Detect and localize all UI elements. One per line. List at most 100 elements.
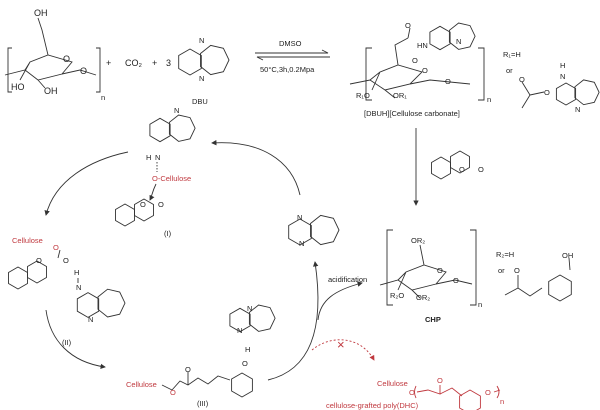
intermediate-label: (III)	[197, 399, 209, 408]
six-membered-ring	[76, 292, 100, 318]
azepane-ring	[248, 304, 276, 332]
n-label: N	[76, 283, 81, 292]
r2-definition: R₂=H	[496, 250, 514, 259]
n-label: N	[174, 106, 179, 115]
cellulose-label: Cellulose	[377, 379, 408, 388]
azepane-ring	[574, 79, 600, 106]
n-label: N	[199, 74, 204, 83]
intermediate-ii: Cellulose O O O H N N (II)	[12, 236, 93, 347]
n-label: n	[500, 397, 504, 406]
six-membered-ring	[8, 266, 28, 290]
link-o-label: O	[80, 66, 87, 76]
intermediate-label: (II)	[62, 338, 72, 347]
cycle-arrows	[44, 140, 363, 381]
azepane-ring	[310, 214, 340, 246]
or2-label: OR₂	[411, 236, 425, 245]
product-label: cellulose-grafted poly(DHC)	[326, 401, 419, 410]
o-minus-label: O	[63, 256, 69, 265]
r1-definition: R₁=H	[503, 50, 521, 59]
o-label: O	[459, 165, 465, 174]
intermediate-label: (I)	[164, 229, 172, 238]
n-label: N	[237, 326, 242, 335]
six-membered-ring	[115, 203, 135, 227]
oh-label: OH	[44, 86, 58, 96]
six-membered-ring	[431, 156, 451, 180]
o-label: O	[185, 365, 191, 374]
n-label: N	[199, 36, 204, 45]
o-label: O	[140, 200, 146, 209]
link-o: O	[453, 276, 459, 285]
cellulose-label: Cellulose	[126, 380, 157, 389]
o-cellulose-label: O-Cellulose	[152, 174, 191, 183]
n-label: n	[487, 95, 491, 104]
o-label: O	[485, 388, 491, 397]
cellulose-label: Cellulose	[12, 236, 43, 245]
six-membered-ring	[548, 274, 572, 302]
n-label: N	[247, 304, 252, 313]
intermediate-iii: Cellulose O O O H N N (III)	[126, 304, 252, 408]
o-minus-label: O	[242, 359, 248, 368]
hn-label: HN	[417, 41, 428, 50]
h-plus-label: H	[74, 268, 79, 277]
ring-o-label: O	[63, 54, 70, 64]
n-plus-label: N	[155, 153, 160, 162]
o-label: O	[36, 256, 42, 265]
six-membered-ring	[429, 25, 451, 51]
dbu-label: DBU	[192, 97, 208, 106]
bond-lines	[8, 22, 600, 410]
or-label: or	[506, 66, 513, 75]
six-membered-ring	[459, 389, 481, 410]
o-label: O	[514, 266, 520, 275]
plus-sign: +	[106, 58, 111, 68]
six-membered-ring	[149, 117, 171, 143]
n-label: n	[101, 93, 105, 102]
cellulose-carbonate: O O HN N O O R₁O OR₁ n [DBUH][Cellulose …	[349, 21, 491, 118]
link-o: O	[445, 77, 451, 86]
azepane-ring	[200, 44, 230, 76]
acidification-label: acidification	[328, 275, 367, 284]
solvent-label: DMSO	[279, 39, 302, 48]
n-label: N	[560, 72, 565, 81]
hydroxyphenyl-propanoyl: O OH	[504, 251, 573, 297]
six-membered-ring	[288, 218, 312, 246]
six-membered-ring	[555, 82, 577, 106]
azepane-ring	[97, 288, 126, 318]
acetate-dbuh: O O H N N	[519, 61, 580, 114]
six-membered-ring	[450, 150, 470, 174]
chp-product: OR₂ R₂O OR₂ O O n CHP	[379, 229, 482, 324]
or1-label: OR₁	[393, 91, 407, 100]
n-label: N	[299, 239, 304, 248]
o-minus: O	[544, 88, 550, 97]
o-minus: O	[412, 56, 418, 65]
n-label: N	[575, 105, 580, 114]
n-label: N	[456, 37, 461, 46]
carbonyl-o: O	[405, 21, 411, 30]
ho-label: HO	[11, 82, 25, 92]
equilibrium-arrow: DMSO 50°C,3h,0.2Mpa	[255, 39, 330, 74]
six-membered-ring	[134, 198, 154, 222]
n-label: N	[297, 213, 302, 222]
or2-label: OR₂	[416, 293, 430, 302]
azepane-ring	[168, 114, 196, 142]
o-label: O	[519, 75, 525, 84]
r1o-label: R₁O	[356, 91, 370, 100]
o-label: O	[437, 376, 443, 385]
h-label: H	[560, 61, 565, 70]
conditions-label: 50°C,3h,0.2Mpa	[260, 65, 315, 74]
n-label: n	[478, 300, 482, 309]
plus-sign: +	[152, 58, 157, 68]
o-label: O	[158, 200, 164, 209]
product-label: [DBUH][Cellulose carbonate]	[364, 109, 460, 118]
ring-o: O	[422, 66, 428, 75]
cellulose-monomer: OH HO OH O O n	[4, 8, 105, 102]
six-membered-ring	[178, 48, 202, 76]
o-label: O	[170, 388, 176, 397]
six-membered-ring	[27, 260, 47, 284]
oh-label: OH	[562, 251, 573, 260]
o-label: O	[53, 243, 59, 252]
ring-o: O	[437, 266, 443, 275]
cellulose-grafted-poly: Cellulose O O O n cellulose-grafted poly…	[326, 376, 504, 410]
coefficient: 3	[166, 58, 171, 68]
chp-label: CHP	[425, 315, 441, 324]
